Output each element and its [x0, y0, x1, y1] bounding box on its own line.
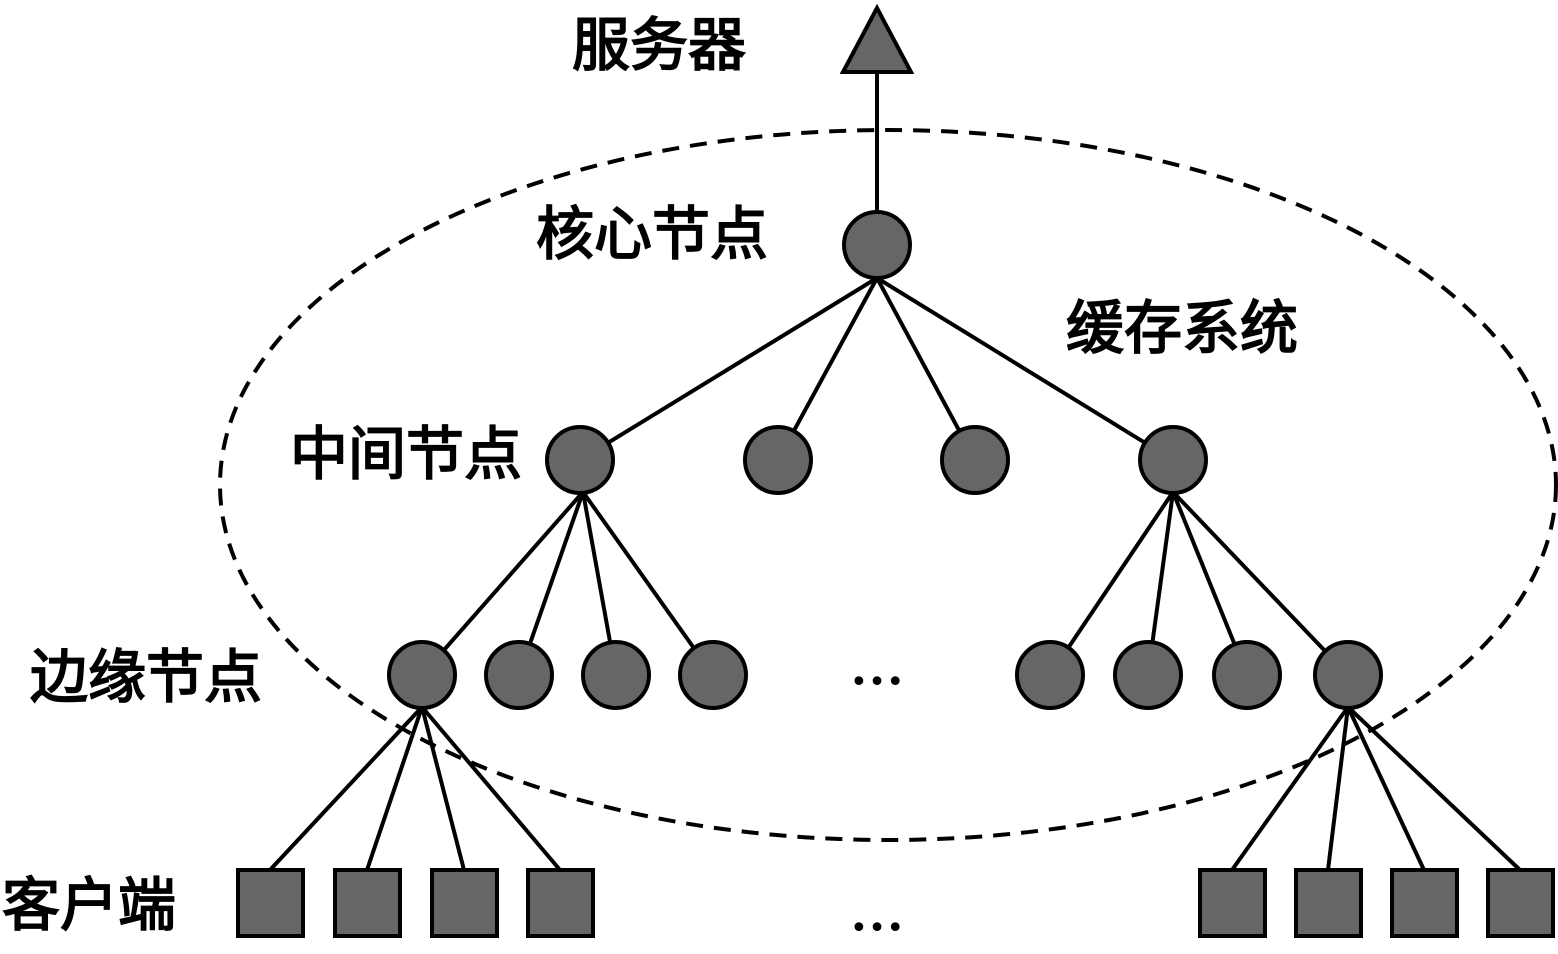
edge-node [678, 640, 748, 710]
edge-edge8-client-2 [1326, 706, 1350, 871]
edge-node [1015, 640, 1085, 710]
core-node-label: 核心节点 [536, 200, 768, 268]
edge-edge1-client-1 [268, 705, 424, 872]
edge-edge8-client-4 [1346, 705, 1522, 872]
intermediate-nodes [545, 425, 1208, 495]
edge-edge1-client-2 [365, 706, 424, 871]
edge-int1-edge-1 [420, 490, 585, 677]
client-node [1390, 868, 1459, 938]
intermediate-node-label: 中间节点 [290, 420, 522, 488]
client-node [236, 868, 305, 938]
edge-edge1-client-4 [420, 705, 562, 872]
edges [268, 72, 1522, 872]
edge-edge8-client-3 [1346, 706, 1426, 871]
cache-system-boundary [218, 128, 1558, 842]
client-node [526, 868, 595, 938]
edge-node [1212, 640, 1282, 710]
intermediate-node [743, 425, 813, 495]
edge-edge1-client-3 [420, 706, 466, 871]
edge-int1-edge-4 [581, 490, 715, 677]
client-node [1198, 868, 1267, 938]
edge-node [1113, 640, 1183, 710]
edge-int4-edge-4 [1171, 490, 1350, 677]
intermediate-node [1138, 425, 1208, 495]
edge-nodes [387, 640, 1383, 710]
client-node [430, 868, 499, 938]
server-label: 服务器 [572, 11, 747, 79]
edge-node [484, 640, 554, 710]
edge-core-intermediate-1 [578, 276, 879, 462]
client-node [333, 868, 402, 938]
edge-node-label: 边缘节点 [30, 643, 262, 711]
client-node [1486, 868, 1555, 938]
edge-edge8-client-1 [1230, 705, 1350, 872]
edge-node [1313, 640, 1383, 710]
intermediate-node [940, 425, 1010, 495]
edge-node [581, 640, 651, 710]
edge-node [387, 640, 457, 710]
client-label: 客户端 [2, 871, 176, 939]
edge-core-intermediate-4 [875, 276, 1175, 462]
cache-system-label: 缓存系统 [1066, 294, 1298, 362]
clients-ellipsis: … [850, 882, 906, 942]
intermediate-node [545, 425, 615, 495]
client-nodes [236, 868, 1555, 938]
server-node [839, 3, 915, 74]
core-node [842, 210, 912, 280]
edge-int4-edge-1 [1048, 490, 1175, 677]
client-node [1294, 868, 1363, 938]
edge-nodes-ellipsis: … [850, 636, 906, 696]
